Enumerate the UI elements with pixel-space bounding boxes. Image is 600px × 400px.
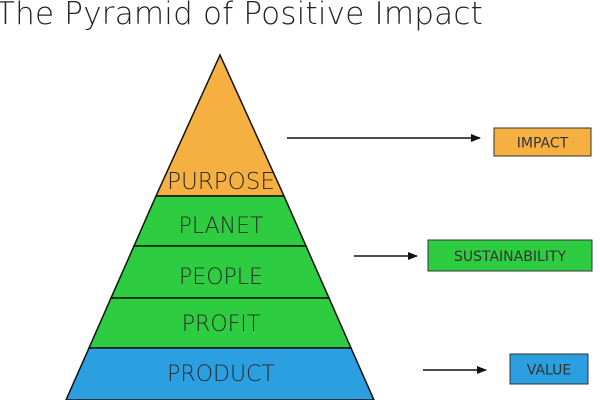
outcome-box-impact: [493, 127, 592, 157]
level-label-planet: PLANET: [179, 214, 264, 239]
outcome-label-sustainability: SUSTAINABILITY: [454, 249, 566, 265]
level-label-product: PRODUCT: [167, 362, 275, 387]
outcome-label-impact: IMPACT: [517, 136, 569, 152]
outcome-label-value: VALUE: [527, 363, 571, 379]
outcome-box-value: [509, 353, 589, 385]
level-label-people: PEOPLE: [179, 265, 263, 290]
level-label-profit: PROFIT: [182, 312, 260, 337]
outcome-box-sustainability: [427, 239, 593, 272]
page-title: The Pyramid of Positive Impact: [0, 0, 483, 32]
pyramid-level-product: [65, 347, 375, 400]
level-label-purpose: PURPOSE: [167, 169, 275, 195]
